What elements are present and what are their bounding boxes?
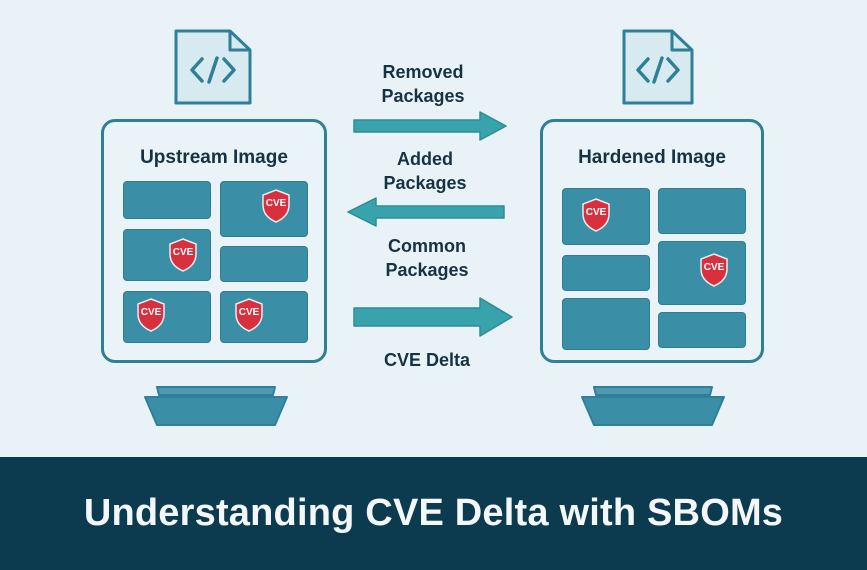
footer-title: Understanding CVE Delta with SBOMs: [83, 492, 784, 534]
cve-badge-label: CVE: [172, 247, 194, 258]
cve-shield-icon: CVE: [168, 238, 198, 272]
arrow-left-icon: [347, 197, 505, 227]
footer-banner: Understanding CVE Delta with SBOMs: [0, 457, 867, 570]
cve-shield-icon: CVE: [699, 253, 729, 287]
added-packages-label: Added Packages: [335, 147, 515, 195]
package-block: [562, 298, 650, 350]
label-line: Added: [397, 149, 453, 169]
label-line: Packages: [385, 260, 469, 280]
diagram-stage: Upstream Image CVE CVE CVE CVE Hardened …: [101, 29, 764, 426]
cve-badge-label: CVE: [265, 198, 287, 209]
cve-shield-icon: CVE: [136, 298, 166, 332]
cve-badge-label: CVE: [238, 307, 260, 318]
cve-shield-icon: CVE: [261, 189, 291, 223]
label-line: Removed: [382, 62, 464, 82]
code-document-icon: [622, 29, 694, 105]
package-block: [220, 291, 308, 343]
arrow-right-icon: [353, 111, 507, 141]
cve-shield-icon: CVE: [581, 198, 611, 232]
panel-title: Upstream Image: [140, 147, 288, 168]
tray-icon: [581, 386, 725, 426]
upstream-image-panel: Upstream Image CVE CVE CVE CVE: [101, 119, 327, 363]
package-block: [220, 246, 308, 282]
hardened-image-panel: Hardened Image CVE CVE: [540, 119, 764, 363]
package-block: [658, 188, 746, 234]
arrow-right-icon: [353, 297, 513, 337]
cve-shield-icon: CVE: [234, 298, 264, 332]
cve-delta-label: CVE Delta: [383, 350, 471, 370]
removed-packages-label: Removed Packages: [333, 60, 513, 108]
code-document-icon: [174, 29, 252, 105]
cve-badge-label: CVE: [585, 207, 607, 218]
cve-badge-label: CVE: [140, 307, 162, 318]
package-block: [123, 181, 211, 219]
label-line: Common: [388, 236, 466, 256]
cve-badge-label: CVE: [703, 262, 725, 273]
panel-title: Hardened Image: [578, 147, 726, 168]
package-block: [658, 312, 746, 348]
label-line: Packages: [383, 173, 467, 193]
tray-icon: [144, 386, 288, 426]
package-block: [562, 255, 650, 291]
common-packages-label: Common Packages: [337, 234, 517, 282]
label-line: Packages: [381, 86, 465, 106]
